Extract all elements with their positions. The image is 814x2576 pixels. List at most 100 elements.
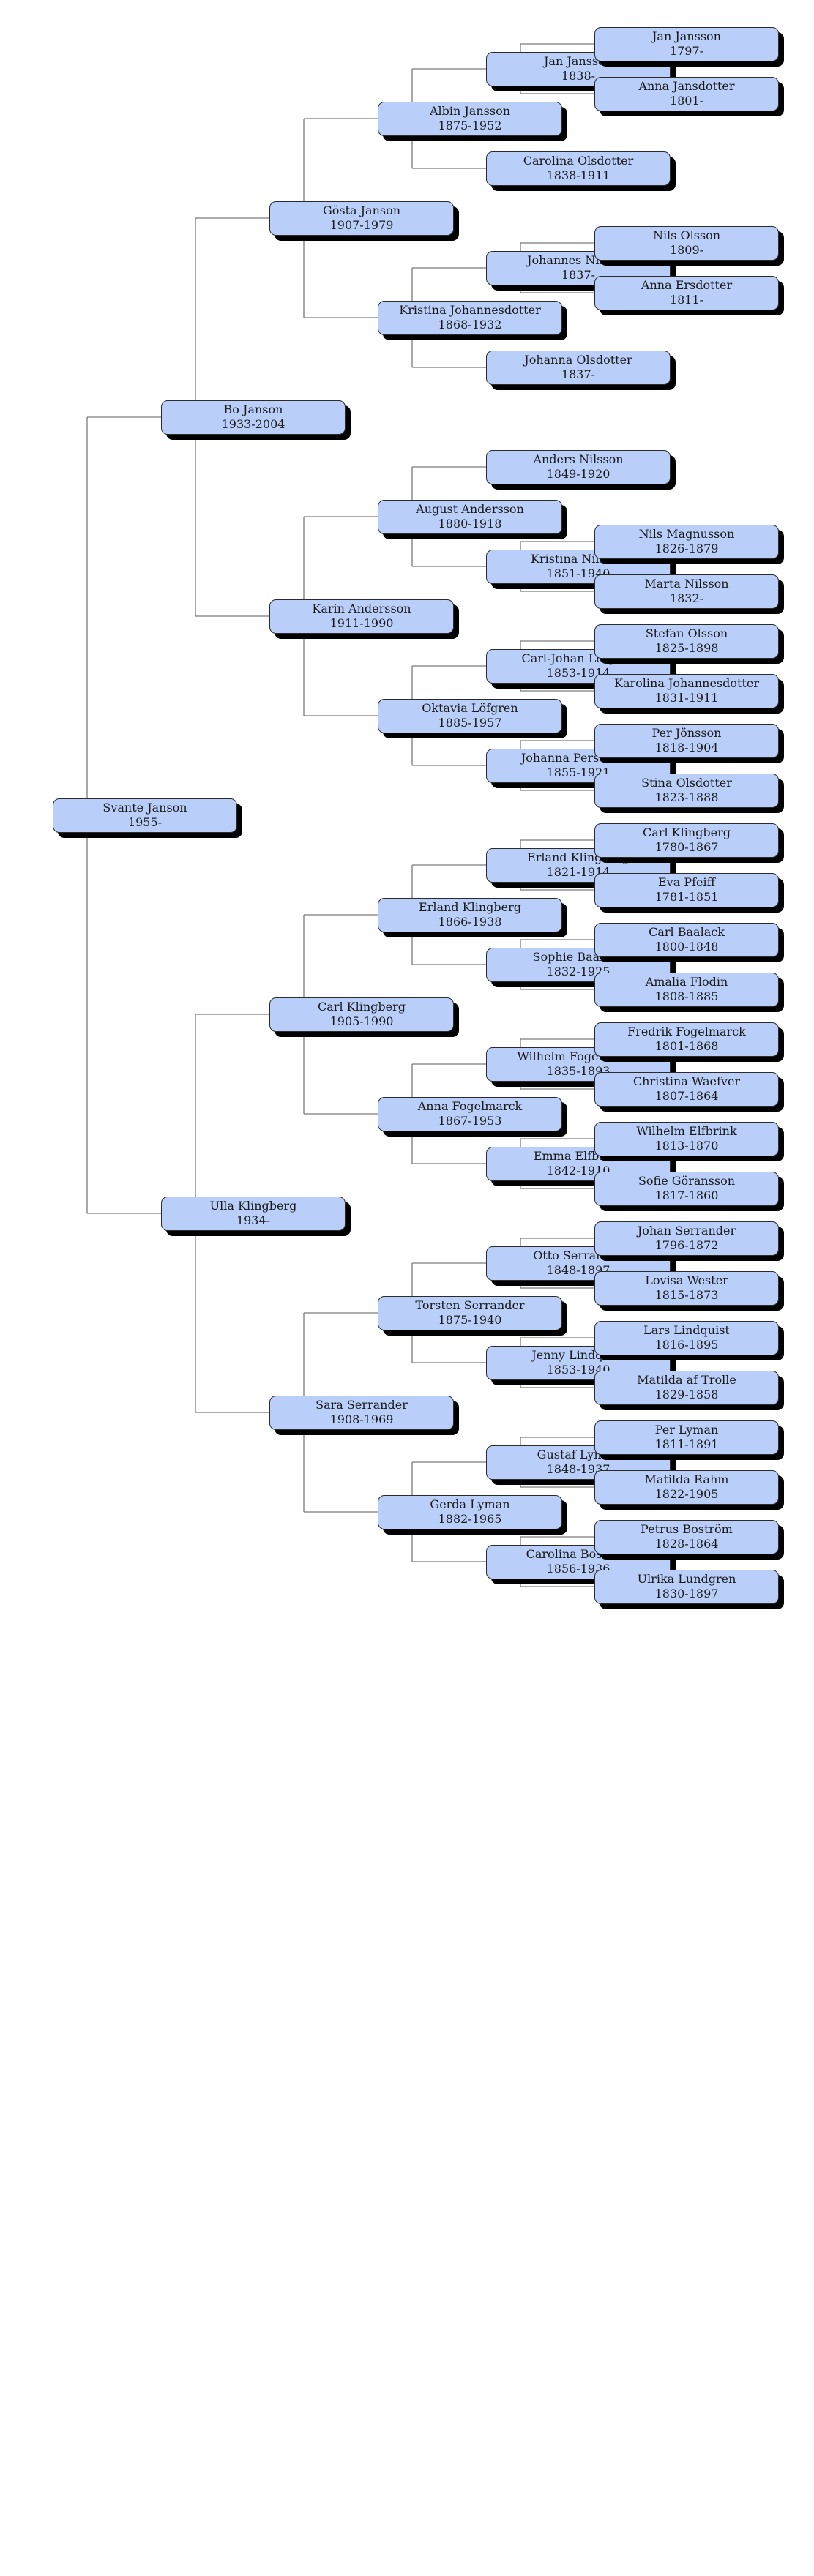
person-years: 1842-1910 xyxy=(546,1164,610,1177)
person-years: 1848-1897 xyxy=(546,1263,610,1277)
person-years: 1830-1897 xyxy=(654,1587,719,1600)
person-years: 1911-1990 xyxy=(329,616,394,630)
person-years: 1807-1864 xyxy=(654,1089,719,1103)
person-years: 1856-1936 xyxy=(546,1562,610,1576)
person-name: Christina Waefver xyxy=(632,1074,741,1088)
person-years: 1835-1893 xyxy=(546,1064,610,1078)
person-name: Per Jönsson xyxy=(651,726,722,740)
person-years: 1875-1952 xyxy=(438,119,502,132)
person-years: 1837- xyxy=(561,367,596,381)
person-years: 1908-1969 xyxy=(329,1412,394,1426)
person-name: Erland Klingberg xyxy=(419,900,521,914)
person-years: 1826-1879 xyxy=(654,542,719,555)
person-years: 1933-2004 xyxy=(221,417,285,431)
person-years: 1825-1898 xyxy=(654,641,719,655)
person-name: Svante Janson xyxy=(102,801,187,815)
person-years: 1808-1885 xyxy=(654,989,719,1003)
person-years: 1880-1918 xyxy=(438,517,502,531)
person-years: 1801- xyxy=(669,94,704,108)
person-name: Johan Serrander xyxy=(637,1224,736,1238)
person-name: Gerda Lyman xyxy=(430,1497,510,1511)
person-years: 1822-1905 xyxy=(654,1487,719,1501)
person-years: 1780-1867 xyxy=(654,840,719,854)
person-years: 1831-1911 xyxy=(654,691,719,705)
person-years: 1868-1932 xyxy=(438,318,502,332)
person-name: Lovisa Wester xyxy=(645,1273,728,1287)
person-years: 1832- xyxy=(669,591,704,605)
person-years: 1811- xyxy=(669,293,704,307)
person-name: Bo Janson xyxy=(223,402,283,416)
person-name: Carl Baalack xyxy=(649,925,725,939)
person-name: Petrus Boström xyxy=(641,1522,733,1536)
person-years: 1853-1914 xyxy=(546,666,610,680)
person-name: August Andersson xyxy=(416,502,524,516)
person-years: 1905-1990 xyxy=(329,1014,394,1028)
person-name: Anders Nilsson xyxy=(533,452,624,466)
person-name: Ulrika Lundgren xyxy=(637,1572,736,1586)
person-name: Stefan Olsson xyxy=(645,626,728,640)
person-name: Sara Serrander xyxy=(315,1398,408,1412)
person-name: Albin Jansson xyxy=(429,104,511,118)
person-name: Matilda af Trolle xyxy=(637,1373,736,1387)
person-name: Carl Klingberg xyxy=(643,825,731,839)
person-years: 1781-1851 xyxy=(654,890,719,904)
person-name: Eva Pfeiff xyxy=(658,875,715,889)
person-name: Matilda Rahm xyxy=(644,1472,729,1486)
person-name: Karolina Johannesdotter xyxy=(614,676,759,690)
person-years: 1813-1870 xyxy=(654,1139,719,1153)
person-name: Marta Nilsson xyxy=(644,577,729,591)
person-years: 1821-1914 xyxy=(546,865,610,879)
person-years: 1875-1940 xyxy=(438,1313,502,1327)
person-name: Anna Ersdotter xyxy=(641,278,733,292)
person-name: Carolina Olsdotter xyxy=(523,154,634,168)
person-name: Jan Jansson xyxy=(652,29,721,43)
person-name: Torsten Serrander xyxy=(415,1298,525,1312)
person-name: Per Lyman xyxy=(654,1423,719,1437)
person-name: Karin Andersson xyxy=(312,602,411,615)
person-years: 1828-1864 xyxy=(654,1537,719,1551)
person-name: Kristina Johannesdotter xyxy=(399,303,541,317)
person-years: 1885-1957 xyxy=(438,716,502,730)
person-name: Stina Olsdotter xyxy=(641,776,732,790)
person-years: 1853-1940 xyxy=(546,1363,610,1377)
person-name: Gösta Janson xyxy=(322,203,401,217)
person-years: 1818-1904 xyxy=(654,741,719,755)
person-name: Oktavia Löfgren xyxy=(422,701,518,715)
person-name: Nils Magnusson xyxy=(638,527,735,541)
